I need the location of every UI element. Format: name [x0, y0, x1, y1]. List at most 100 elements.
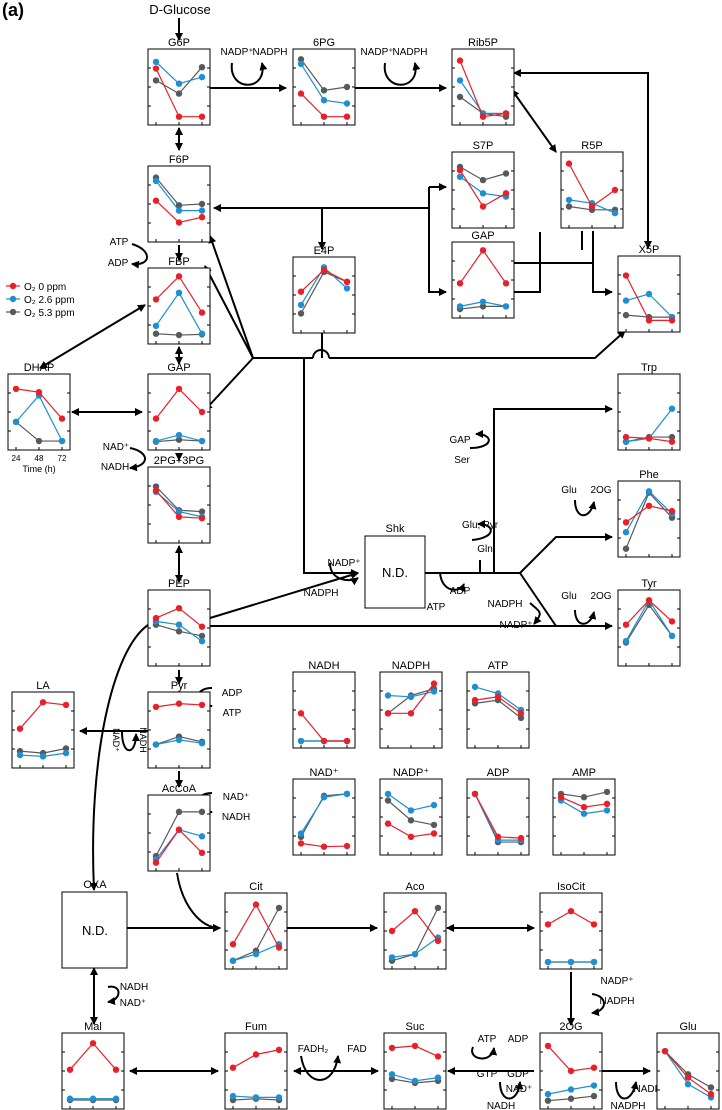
tyr-nadph-curl [529, 602, 542, 625]
atp-label: ATP [223, 708, 242, 719]
data-point-blue [112, 1095, 120, 1102]
panel-title: S7P [473, 140, 494, 152]
data-point-gray [275, 904, 283, 912]
panel-title: GAP [167, 362, 190, 374]
data-point-red [320, 113, 328, 120]
data-point-blue [89, 1095, 97, 1102]
panel-x5p: X5P [617, 244, 681, 333]
adp-label: ADP [450, 586, 471, 597]
pyr-nadh-curl [121, 731, 140, 752]
panel-title: Glu [679, 1021, 696, 1033]
data-point-blue [384, 790, 392, 798]
data-point-red [517, 710, 525, 717]
panel-title: NADP⁺ [393, 767, 430, 779]
panel-pep: PEP [147, 578, 211, 667]
nad-nadh-curl [129, 447, 146, 472]
data-point-red [152, 296, 160, 303]
x-axis-label: Time (h) [22, 464, 55, 474]
panel-title: PEP [168, 578, 190, 590]
data-point-red [198, 113, 206, 120]
gap-ser-curl [469, 430, 490, 449]
panel-title: R5P [581, 140, 602, 152]
ppp-link [514, 232, 541, 264]
to-gap-arrow [204, 357, 254, 411]
data-point-red [175, 513, 183, 521]
data-point-blue [456, 77, 464, 84]
data-point-gray [198, 63, 206, 71]
data-point-blue [434, 1074, 442, 1081]
data-point-blue [198, 207, 206, 214]
panel-suc: Suc [383, 1021, 447, 1110]
data-point-blue [407, 693, 415, 700]
data-point-red [320, 266, 328, 274]
shk-label: Shk [386, 523, 405, 535]
data-point-red [517, 834, 525, 842]
data-point-red [152, 859, 160, 866]
tyr-glu-curl [574, 609, 597, 625]
data-point-blue [275, 1094, 283, 1101]
nadp-plus-label: NADP⁺ [327, 558, 360, 569]
panel-atp: ATP [466, 660, 530, 749]
atp-label: ATP [427, 602, 446, 613]
data-point-blue [16, 751, 24, 759]
x-tick-label: 24 [12, 454, 21, 463]
data-point-red [12, 385, 20, 393]
fad-label: FAD [347, 1044, 366, 1055]
glu-pyr-label: Glu, Pyr [462, 520, 499, 531]
legend-label: O₂ 2.6 ppm [24, 295, 75, 306]
nad-plus-label: NAD⁺ [506, 1084, 532, 1095]
data-point-blue [198, 73, 206, 81]
data-point-red [668, 507, 676, 515]
panel-frame [292, 671, 356, 749]
data-point-blue [198, 833, 206, 840]
data-point-blue [343, 100, 351, 107]
data-point-red [471, 790, 479, 798]
panel-title: NAD⁺ [309, 767, 338, 779]
data-point-blue [175, 80, 183, 87]
rib5p-r5p-arrow [511, 89, 557, 153]
data-point-gray [388, 1075, 396, 1083]
nadp-plus-label: NADP⁺ [633, 1084, 666, 1095]
data-point-blue [622, 529, 630, 536]
nadph-label: NADPH [303, 588, 338, 599]
data-point-red [297, 710, 305, 717]
panel-adp: ADP [466, 767, 530, 856]
nadp-plus-label: NADP⁺ [499, 620, 532, 631]
oxa-box [61, 891, 128, 969]
data-point-gray [668, 433, 676, 441]
data-point-red [252, 901, 260, 908]
data-point-blue [590, 1082, 598, 1089]
panel-title: Mal [84, 1021, 102, 1033]
data-point-red [434, 937, 442, 945]
nadph-label: NADPH [610, 1101, 645, 1110]
data-point-blue [611, 209, 619, 217]
data-point-blue [198, 330, 206, 337]
data-point-red [152, 703, 160, 711]
shk-box [364, 535, 426, 609]
g6p-nadph-curl [230, 62, 268, 86]
panel-s7p: S7P [451, 140, 515, 229]
nad-plus-label: NAD⁺ [120, 998, 146, 1009]
data-point-red [152, 65, 160, 72]
data-point-red [343, 113, 351, 120]
data-point-blue [175, 207, 183, 214]
panel-nadpp: NADP⁺ [379, 767, 443, 856]
data-point-red [198, 515, 206, 522]
phe-glu-curl [574, 499, 597, 517]
data-point-red [152, 415, 160, 422]
data-point-red [430, 680, 438, 687]
data-point-red [645, 317, 653, 324]
data-point-gray [430, 821, 438, 829]
legend-label: O₂ 0 ppm [24, 282, 66, 293]
shk-nadph-curl [329, 562, 359, 586]
panel-aco: Aco [383, 881, 447, 970]
data-point-blue [297, 830, 305, 837]
data-point-blue [343, 285, 351, 292]
glu-nadp-curl [615, 1081, 639, 1100]
data-point-red [494, 693, 502, 700]
panel-title: 2PG+3PG [154, 455, 204, 467]
data-point-red [622, 433, 630, 441]
